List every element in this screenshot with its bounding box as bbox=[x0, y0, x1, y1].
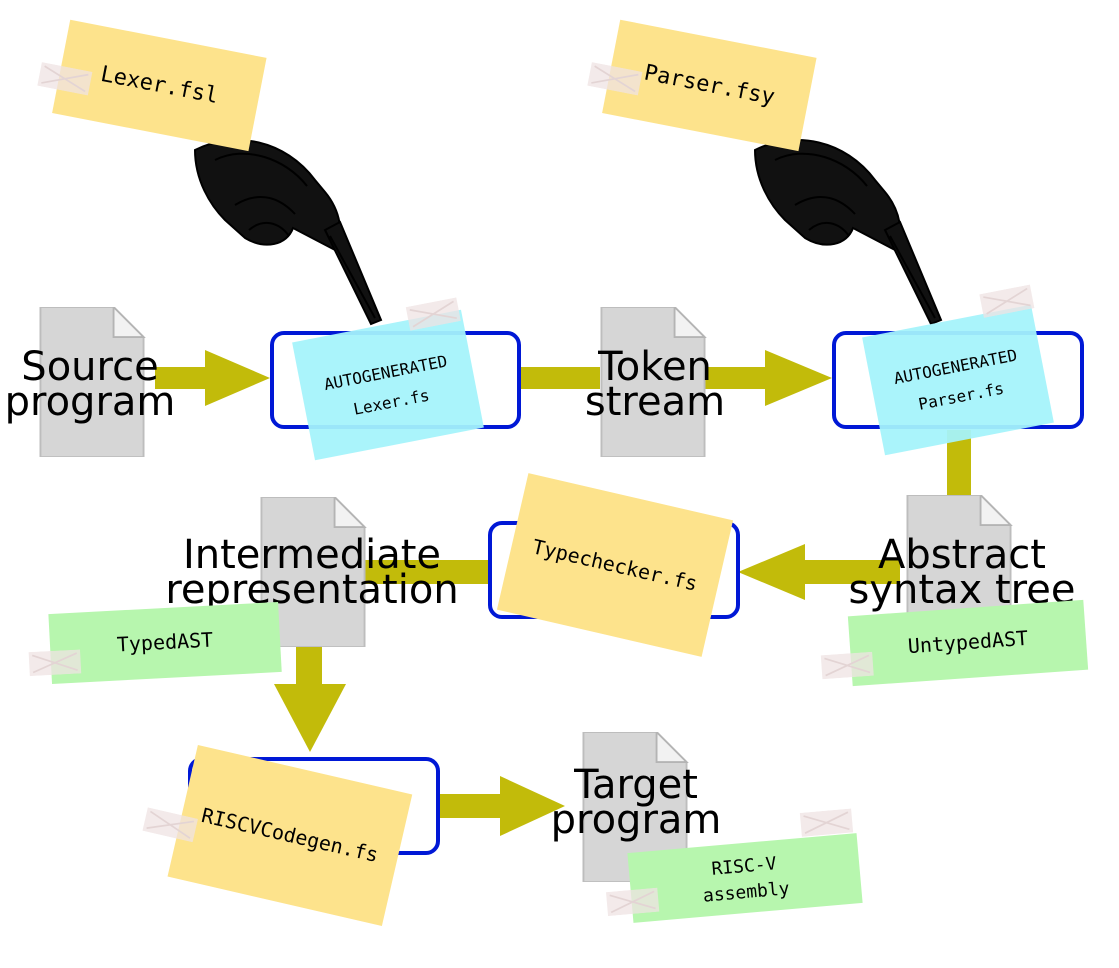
token-stream-line-1: Token bbox=[597, 344, 712, 390]
source-program-label: Source program bbox=[5, 344, 176, 425]
parser-spec-note: Parser.fsy bbox=[587, 19, 817, 152]
arrow-icon bbox=[155, 350, 270, 406]
token-stream-line-2: stream bbox=[585, 379, 725, 425]
abstract-syntax-tree-label: Abstract syntax tree bbox=[849, 532, 1076, 613]
source-program-line-2: program bbox=[5, 379, 176, 425]
parser-generated-note: AUTOGENERATED Parser.fs bbox=[862, 284, 1054, 456]
intermediate-representation-label: Intermediate representation bbox=[165, 532, 458, 613]
typed-ast-text: TypedAST bbox=[116, 627, 213, 656]
arrow-icon bbox=[738, 544, 900, 600]
untyped-ast-note: UntypedAST bbox=[820, 599, 1089, 687]
typechecker-note: Typechecker.fs bbox=[496, 473, 734, 657]
arrows bbox=[155, 350, 971, 836]
pointing-hand-icon bbox=[754, 139, 942, 325]
riscv-assembly-note: RISC-V assembly bbox=[605, 808, 863, 923]
source-program-line-1: Source bbox=[21, 344, 158, 390]
codegen-note: RISCVCodegen.fs bbox=[142, 744, 413, 927]
intermediate-representation-line-2: representation bbox=[165, 567, 458, 613]
target-program-line-1: Target bbox=[573, 762, 698, 808]
arrow-icon bbox=[700, 350, 832, 406]
lexer-generated-note: AUTOGENERATED Lexer.fs bbox=[292, 297, 484, 461]
target-program-label: Target program bbox=[551, 762, 722, 843]
arrow-icon bbox=[274, 634, 346, 752]
lexer-spec-note: Lexer.fsl bbox=[37, 19, 267, 152]
intermediate-representation-line-1: Intermediate bbox=[183, 532, 441, 578]
pointing-hand-icon bbox=[194, 139, 382, 325]
typed-ast-note: TypedAST bbox=[28, 602, 282, 684]
arrow-icon bbox=[438, 776, 565, 836]
tape-icon bbox=[799, 808, 854, 837]
tape-icon bbox=[820, 651, 875, 680]
abstract-syntax-tree-line-1: Abstract bbox=[878, 532, 1046, 578]
tape-icon bbox=[605, 887, 660, 917]
target-program-line-2: program bbox=[551, 797, 722, 843]
token-stream-label: Token stream bbox=[585, 344, 725, 425]
arrow-icon bbox=[520, 367, 600, 389]
tape-icon bbox=[28, 649, 82, 677]
